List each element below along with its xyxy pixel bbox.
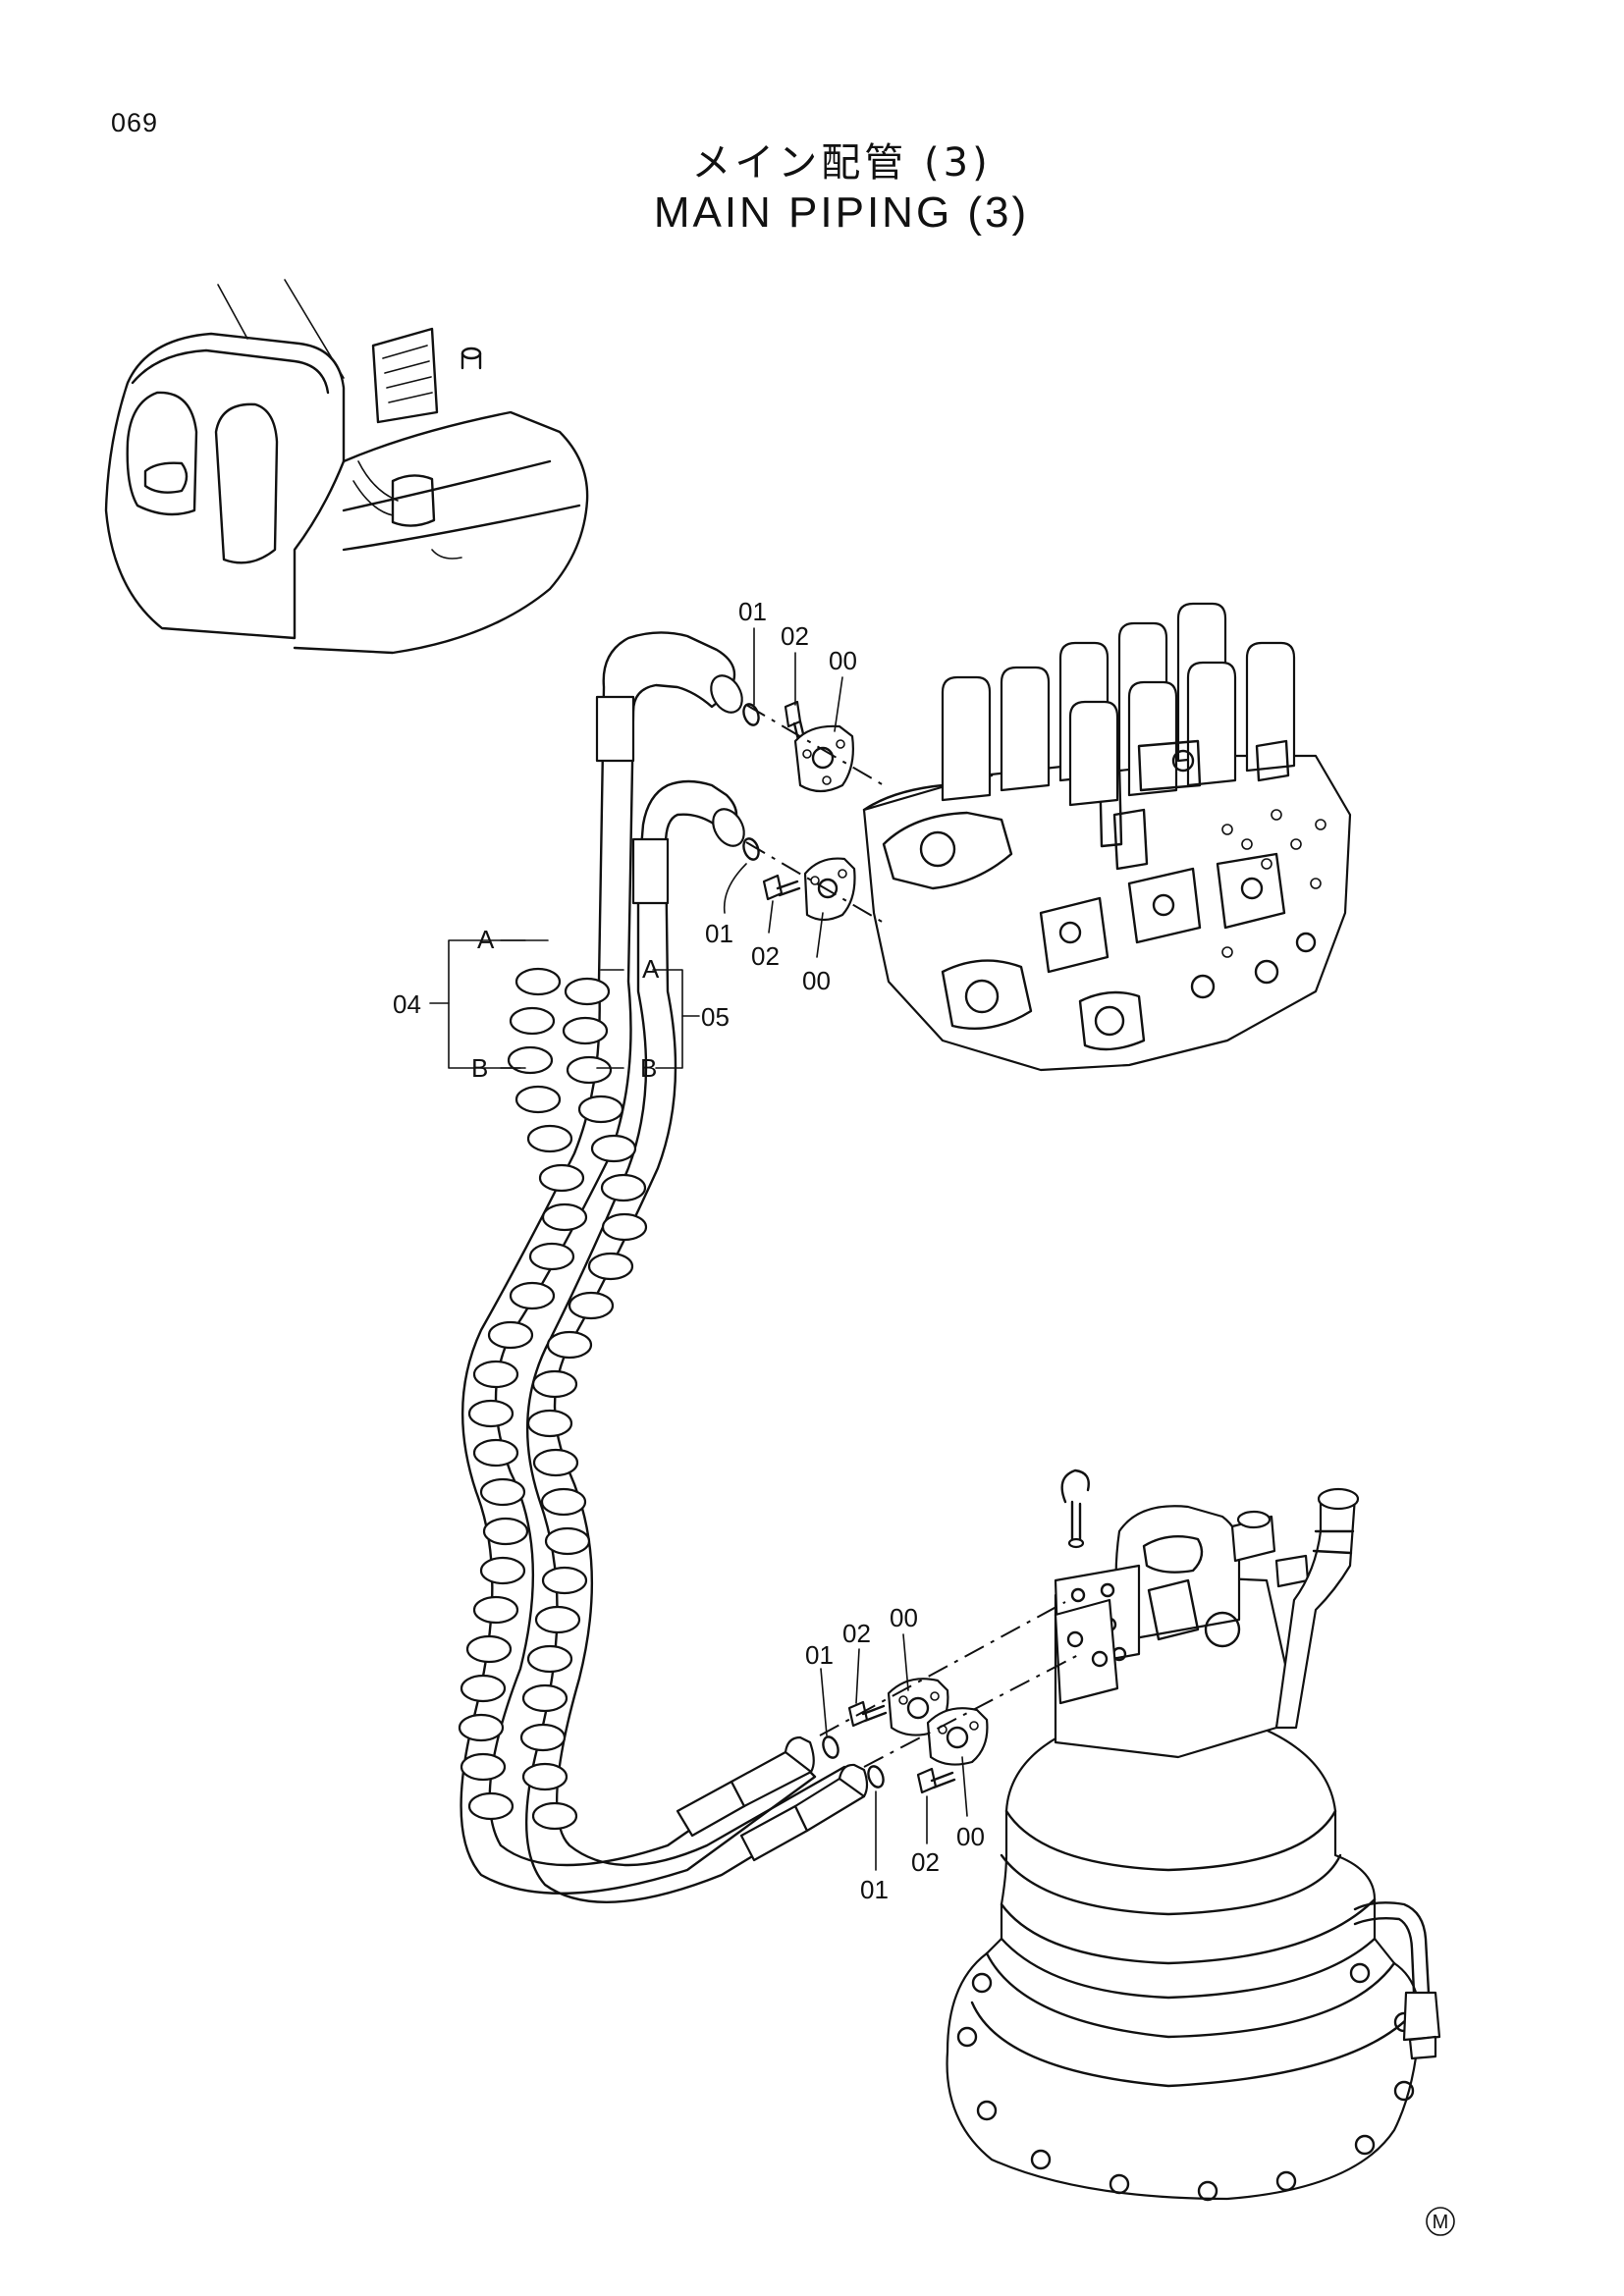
callout-end-b-right: B — [640, 1053, 657, 1083]
hose-rib-right-19 — [519, 1723, 567, 1752]
hose-rib-left-6 — [541, 1202, 588, 1232]
hose-ribs — [458, 967, 648, 1831]
hose-rib-right-17 — [526, 1644, 573, 1674]
hose-rib-left-12 — [472, 1438, 519, 1468]
callout-lower-oring-b: 01 — [860, 1875, 889, 1904]
callout-upper-flange-a: 00 — [829, 646, 857, 675]
hose-rib-left-1 — [509, 1006, 556, 1036]
hose-rib-left-7 — [528, 1242, 575, 1271]
hose-rib-left-9 — [487, 1320, 534, 1350]
callout-lower-bolt-b: 02 — [911, 1847, 940, 1877]
hose-rib-right-12 — [532, 1448, 579, 1477]
hose-rib-left-5 — [538, 1163, 585, 1193]
callout-lower-bolt-a: 02 — [842, 1619, 871, 1648]
hose-rib-right-21 — [531, 1801, 578, 1831]
hose-rib-right-3 — [577, 1095, 624, 1124]
swing-motor-icon — [946, 1468, 1441, 2202]
callout-hose-assy-04: 04 — [393, 989, 421, 1019]
hose-rib-left-3 — [514, 1085, 562, 1114]
hose-rib-left-0 — [514, 967, 562, 996]
callout-end-a-left: A — [477, 925, 495, 954]
hose-rib-right-1 — [562, 1016, 609, 1045]
hose-rib-left-16 — [472, 1595, 519, 1625]
hose-rib-right-16 — [534, 1605, 581, 1634]
callout-upper-oring-a: 01 — [738, 597, 767, 626]
hose-rib-right-20 — [521, 1762, 568, 1791]
hose-rib-right-6 — [601, 1212, 648, 1242]
hose-rib-left-8 — [509, 1281, 556, 1310]
callout-upper-bolt-a: 02 — [781, 621, 809, 651]
hose-rib-right-13 — [540, 1487, 587, 1517]
hose-rib-right-11 — [526, 1409, 573, 1438]
callout-end-a-right: A — [642, 954, 660, 984]
hose-rib-right-0 — [564, 977, 611, 1006]
hose-rib-left-14 — [482, 1517, 529, 1546]
callout-lower-oring-a: 01 — [805, 1640, 834, 1670]
hose-rib-left-11 — [467, 1399, 514, 1428]
hose-rib-left-13 — [479, 1477, 526, 1507]
hose-rib-right-14 — [544, 1526, 591, 1556]
callout-lower-flange-b: 00 — [956, 1822, 985, 1851]
leader-lines — [429, 627, 968, 1871]
hose-rib-right-7 — [587, 1252, 634, 1281]
hose-rib-left-15 — [479, 1556, 526, 1585]
hose-rib-right-9 — [546, 1330, 593, 1360]
callout-upper-oring-b: 01 — [705, 919, 733, 948]
corner-mark-letter: M — [1433, 2212, 1449, 2233]
hose-rib-left-20 — [460, 1752, 507, 1782]
callout-upper-flange-b: 00 — [802, 966, 831, 995]
corner-mark: M — [1426, 2207, 1455, 2236]
title-japanese: メイン配管 (3) — [691, 140, 992, 186]
hose-rib-left-18 — [460, 1674, 507, 1703]
hose-rib-right-15 — [541, 1566, 588, 1595]
hose-rib-right-8 — [568, 1291, 615, 1320]
excavator-overview-icon — [104, 279, 589, 655]
callout-end-b-left: B — [471, 1053, 488, 1083]
hose-rib-right-4 — [590, 1134, 637, 1163]
hose-rib-left-17 — [465, 1634, 513, 1664]
control-valve-icon — [862, 602, 1352, 1072]
hose-rib-right-5 — [600, 1173, 647, 1202]
hose-rib-left-21 — [467, 1791, 514, 1821]
hose-rib-right-18 — [521, 1683, 568, 1713]
hose-rib-left-2 — [507, 1045, 554, 1075]
callout-lower-flange-a: 00 — [890, 1603, 918, 1632]
hose-rib-left-4 — [526, 1124, 573, 1153]
title-english: MAIN PIPING (3) — [653, 188, 1030, 237]
hose-rib-right-2 — [566, 1055, 613, 1085]
hose-assembly-icon — [458, 631, 869, 1903]
callout-upper-bolt-b: 02 — [751, 941, 780, 971]
assembly-center-lines — [745, 704, 1081, 1768]
page-number: 069 — [111, 108, 159, 137]
hose-rib-right-10 — [531, 1369, 578, 1399]
hose-rib-left-10 — [472, 1360, 519, 1389]
hose-rib-left-19 — [458, 1713, 505, 1742]
callout-hose-assy-05: 05 — [701, 1002, 730, 1032]
